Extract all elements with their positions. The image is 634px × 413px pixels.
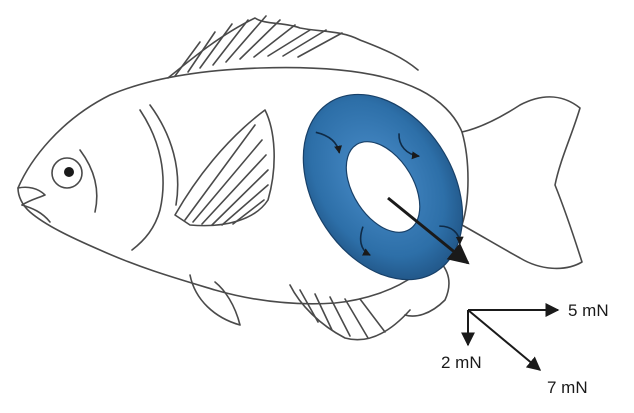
caudal-fin [461, 131, 469, 226]
force-arrow-7mN [467, 309, 542, 371]
fish-illustration [17, 15, 583, 341]
fish-eye [51, 157, 83, 189]
fish-mouth [17, 186, 46, 206]
pectoral-fin [174, 109, 275, 227]
jet-force-arrow [387, 196, 470, 265]
force-label-5mN: 5 mN [568, 301, 609, 320]
dorsal-fin [167, 15, 419, 79]
pelvic-fin [189, 274, 241, 326]
vortex-ring [302, 93, 464, 281]
gill-line [131, 109, 164, 251]
fish-body-outline [17, 66, 583, 305]
force-label-7mN: 7 mN [547, 378, 588, 397]
force-components [461, 303, 560, 371]
anal-fin [289, 284, 411, 341]
force-label-2mN: 2 mN [441, 353, 482, 372]
